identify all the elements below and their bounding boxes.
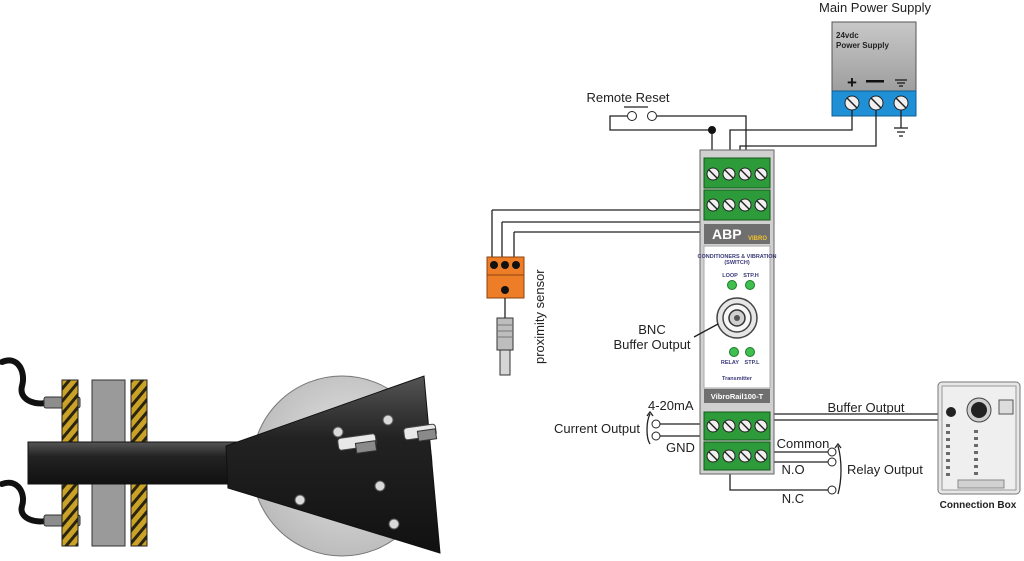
vibrorail-device: ABP VIBRO CONDITIONERS & VIBRATION (SWIT… [697,149,777,475]
current-output-terminals [646,410,661,445]
minus-icon [866,80,884,83]
device-desc-2: (SWITCH) [724,260,750,266]
led-relay [729,347,739,357]
brand-sub: VIBRO [748,236,767,242]
led-stph [745,280,755,290]
bnc-label-1: BNC [638,322,665,337]
remote-reset-switch [624,106,657,121]
device-desc-1: CONDITIONERS & VIBRATION [697,254,776,260]
junction-dot [708,126,716,134]
nc-label: N.C [782,491,804,506]
led-loop [727,280,737,290]
psu-voltage: 24vdc [836,31,859,40]
bnc-label-2: Buffer Output [613,337,690,352]
connection-box [937,381,1021,495]
ground-symbol [894,127,908,137]
current-ma-label: 4-20mA [648,398,694,413]
bnc-leader [693,323,719,338]
relay-output-terminals [827,442,842,495]
buffer-output-label: Buffer Output [827,400,904,415]
current-output-label: Current Output [554,421,640,436]
device-model: VibroRail100-T [711,392,764,401]
probe-cable-bottom [0,479,51,525]
power-supply: 24vdc Power Supply + [831,21,917,117]
probe-cable-top [0,357,51,407]
relay-output-label: Relay Output [847,462,923,477]
no-label: N.O [781,462,804,477]
led-stph-label: STP.H [743,273,759,279]
led-stpl-label: STP.L [745,360,761,366]
disc-bolts [294,414,400,530]
led-stpl [745,347,755,357]
plus-icon: + [847,73,857,92]
gnd-label: GND [666,440,695,455]
device-type: Transmitter [722,376,753,382]
shaft-assembly [0,357,441,557]
proximity-sensor-label: proximity sensor [532,269,547,364]
bnc-connector [716,297,758,339]
led-relay-label: RELAY [721,360,739,366]
connection-box-label: Connection Box [940,500,1017,511]
common-label: Common [777,436,830,451]
main-power-supply-label: Main Power Supply [819,0,931,15]
ground-icon [895,79,907,87]
proximity-sensor-connector [486,256,525,376]
shaft [27,441,253,485]
brand-logo: ABP [712,226,742,242]
led-loop-label: LOOP [722,273,738,279]
remote-reset-label: Remote Reset [586,90,669,105]
disc-probes [337,423,438,454]
psu-name: Power Supply [836,41,889,50]
